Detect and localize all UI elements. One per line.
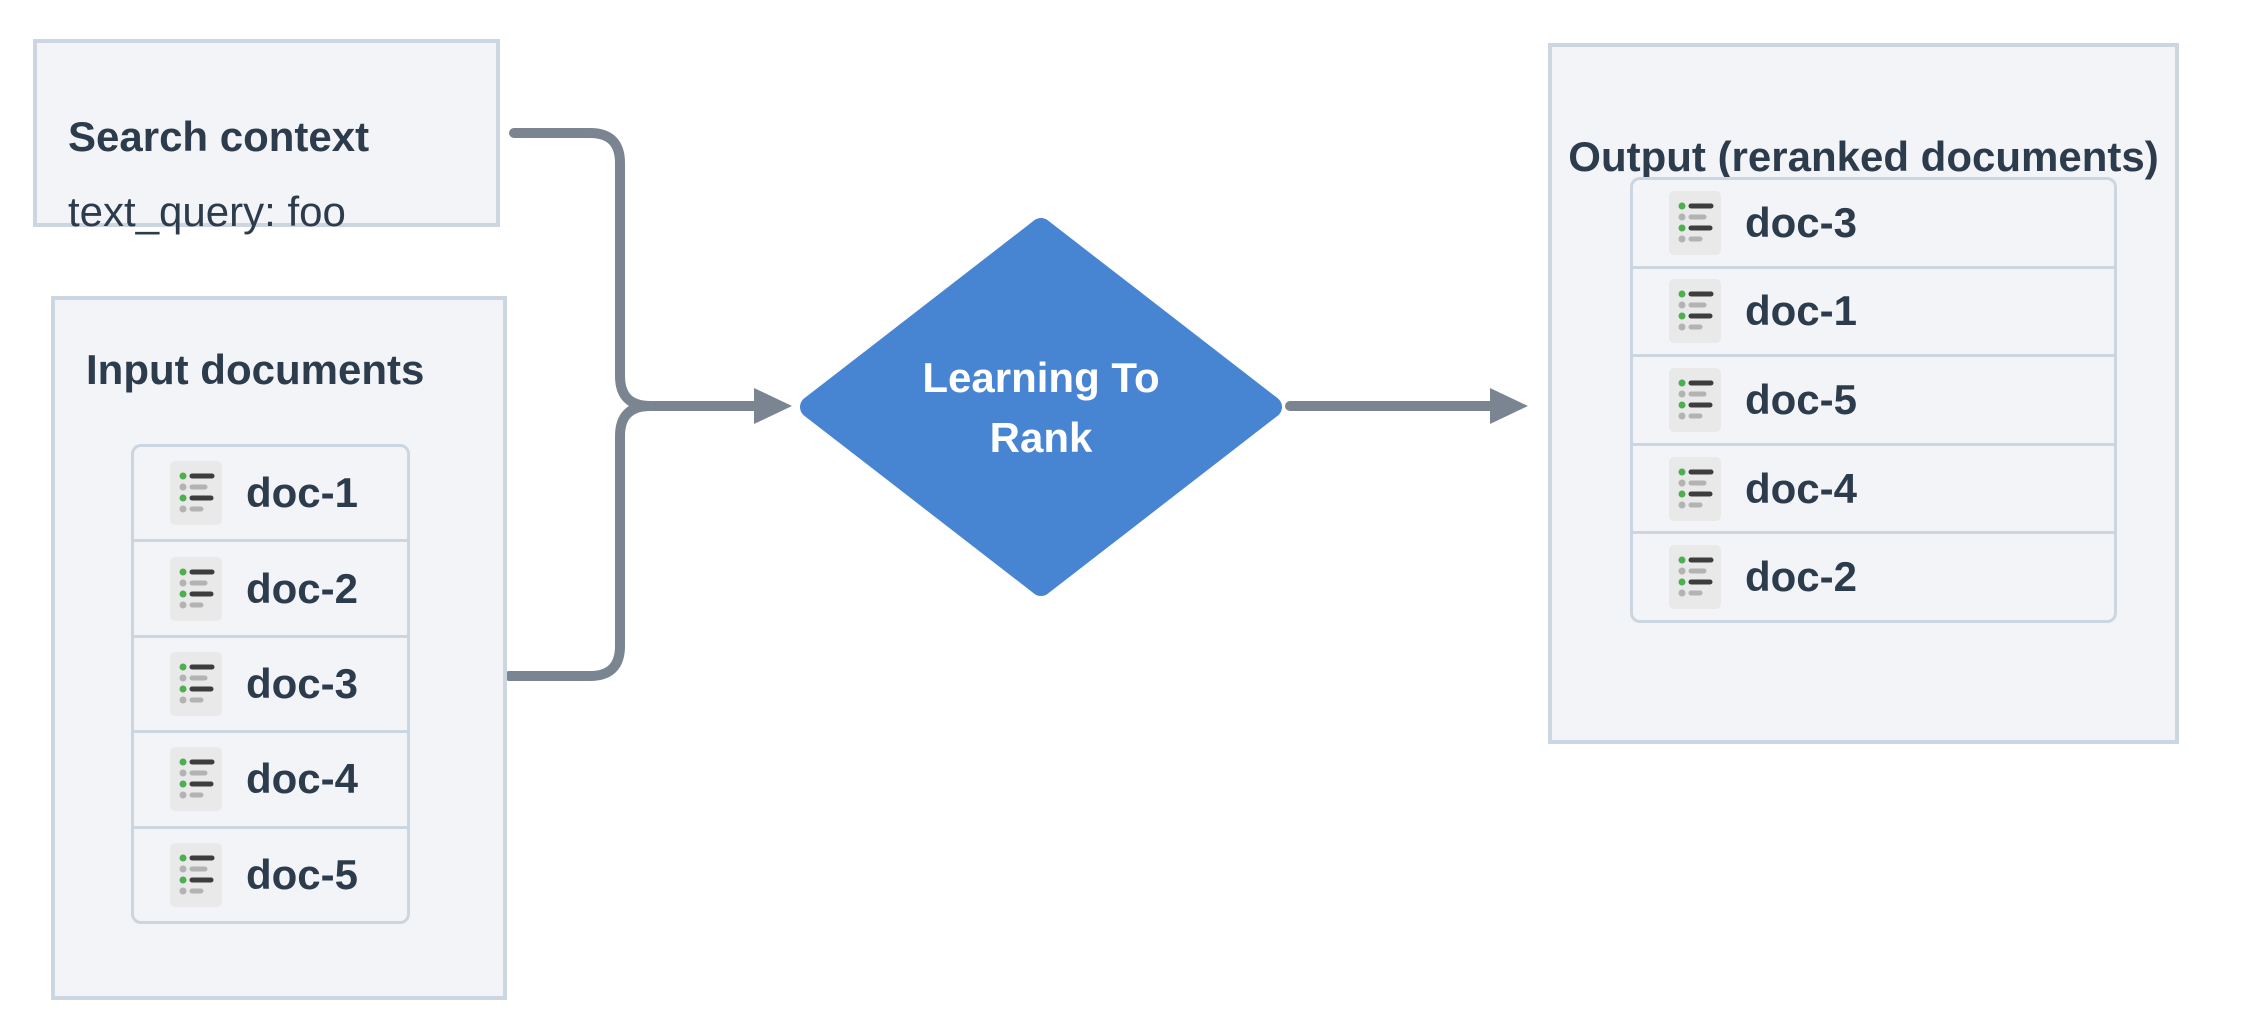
learning-to-rank-label-line1: Learning To [922,354,1160,401]
output-documents-list: doc-3 doc-1 doc-5 [1630,177,2117,623]
search-context-title: Search context [68,113,370,160]
output-doc-row-4: doc-4 [1633,442,2114,532]
document-list-icon [1669,367,1721,432]
document-list-icon [1669,545,1721,610]
document-list-icon [170,556,222,621]
doc-label: doc-2 [1745,553,1858,601]
doc-label: doc-4 [246,755,359,803]
doc-label: doc-1 [246,469,359,517]
document-list-icon [170,461,222,526]
document-list-icon [170,842,222,907]
document-list-icon [1669,279,1721,344]
input-doc-row-5: doc-5 [134,825,407,921]
doc-label: doc-3 [1745,198,1858,246]
output-documents-title: Output (reranked documents) [1568,133,2159,180]
doc-label: doc-1 [1745,287,1858,335]
doc-label: doc-4 [1745,464,1858,512]
output-doc-row-5: doc-2 [1633,531,2114,620]
document-list-icon [1669,190,1721,255]
output-doc-row-1: doc-3 [1633,180,2114,266]
arrowhead-into-output [1490,388,1528,424]
input-documents-title: Input documents [86,346,425,393]
input-documents-box: Input documents doc-1 doc-2 [51,296,507,1000]
document-list-icon [170,652,222,717]
doc-label: doc-3 [246,660,359,708]
connector-from-search-context [509,128,655,411]
output-doc-row-3: doc-5 [1633,354,2114,443]
search-context-query: text_query: foo [68,188,346,235]
output-documents-box: Output (reranked documents) doc-3 [1548,43,2179,744]
document-list-icon [170,747,222,812]
doc-label: doc-5 [1745,375,1858,423]
input-doc-row-4: doc-4 [134,730,407,825]
doc-label: doc-2 [246,564,359,612]
search-context-box: Search context text_query: foo [33,39,500,233]
document-list-icon [1669,456,1721,521]
arrowhead-into-diamond [754,388,792,424]
learning-to-rank-label-line2: Rank [989,414,1093,461]
input-doc-row-2: doc-2 [134,539,407,634]
input-documents-list: doc-1 doc-2 doc-3 [131,444,410,924]
doc-label: doc-5 [246,850,359,898]
learning-to-rank-label: Learning To Rank [841,347,1241,469]
input-doc-row-1: doc-1 [134,447,407,539]
output-doc-row-2: doc-1 [1633,265,2114,355]
input-doc-row-3: doc-3 [134,634,407,730]
connector-from-input-documents [504,401,655,681]
